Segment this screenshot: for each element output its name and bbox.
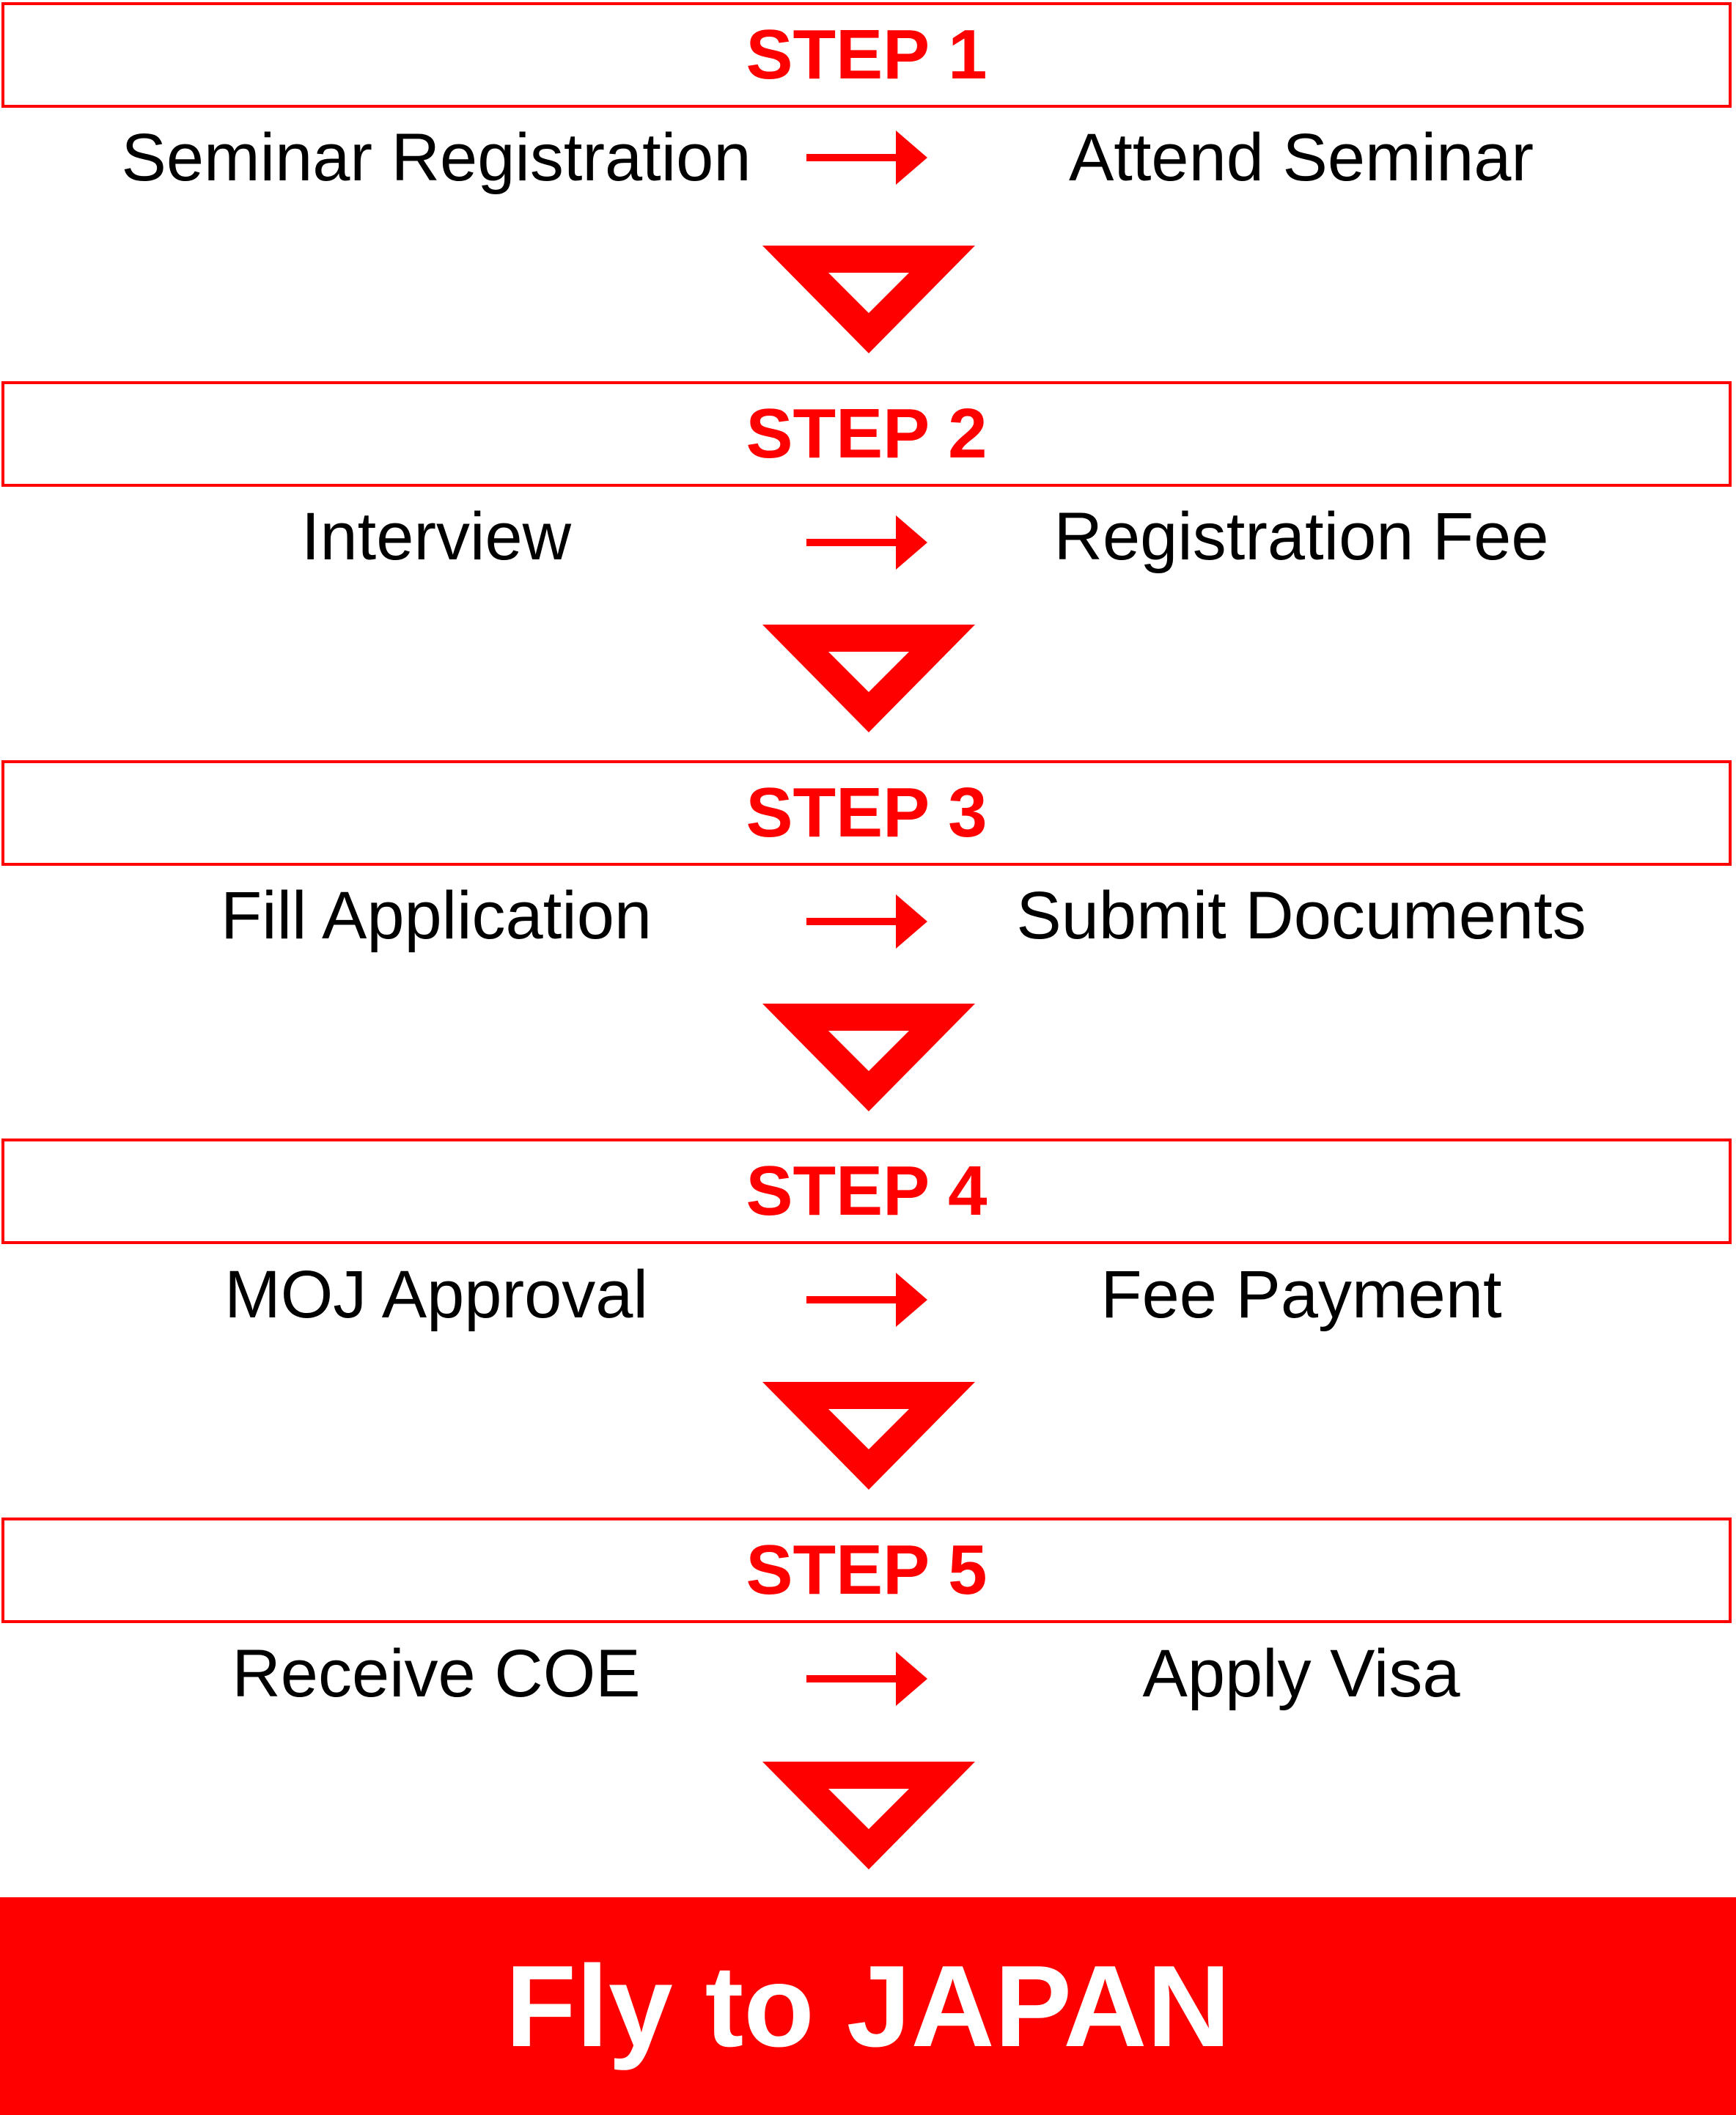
right-arrow-icon — [806, 130, 927, 185]
chevron-down-icon — [762, 1004, 975, 1111]
right-arrow-icon — [806, 1652, 927, 1706]
right-arrow-icon — [806, 515, 927, 570]
step-5-right-task: Apply Visa — [1142, 1636, 1460, 1711]
step-3-left-task: Fill Application — [220, 878, 652, 953]
step-4-header: STEP 4 — [1, 1139, 1732, 1244]
step-3-right-task: Submit Documents — [1016, 878, 1586, 953]
step-2-header: STEP 2 — [1, 381, 1732, 487]
step-3-header: STEP 3 — [1, 760, 1732, 866]
step-5-left-task: Receive COE — [232, 1636, 641, 1711]
step-2-right-task: Registration Fee — [1053, 499, 1549, 574]
step-2-title: STEP 2 — [746, 394, 987, 473]
chevron-down-icon — [762, 246, 975, 353]
step-4-left-task: MOJ Approval — [224, 1257, 648, 1332]
chevron-down-icon — [762, 625, 975, 732]
right-arrow-icon — [806, 1273, 927, 1327]
step-1-right-task: Attend Seminar — [1068, 120, 1534, 195]
chevron-down-icon — [762, 1762, 975, 1869]
final-destination-banner: Fly to JAPAN — [0, 1897, 1736, 2115]
step-1-left-task: Seminar Registration — [121, 120, 751, 195]
step-2-left-task: Interview — [301, 499, 572, 574]
step-5-header: STEP 5 — [1, 1518, 1732, 1623]
step-1-header: STEP 1 — [1, 2, 1732, 108]
step-4-title: STEP 4 — [746, 1152, 987, 1230]
right-arrow-icon — [806, 894, 927, 949]
final-label: Fly to JAPAN — [505, 1941, 1231, 2071]
step-3-title: STEP 3 — [746, 773, 987, 852]
chevron-down-icon — [762, 1382, 975, 1490]
step-4-right-task: Fee Payment — [1100, 1257, 1502, 1332]
step-5-title: STEP 5 — [746, 1531, 987, 1609]
step-1-title: STEP 1 — [746, 15, 987, 94]
